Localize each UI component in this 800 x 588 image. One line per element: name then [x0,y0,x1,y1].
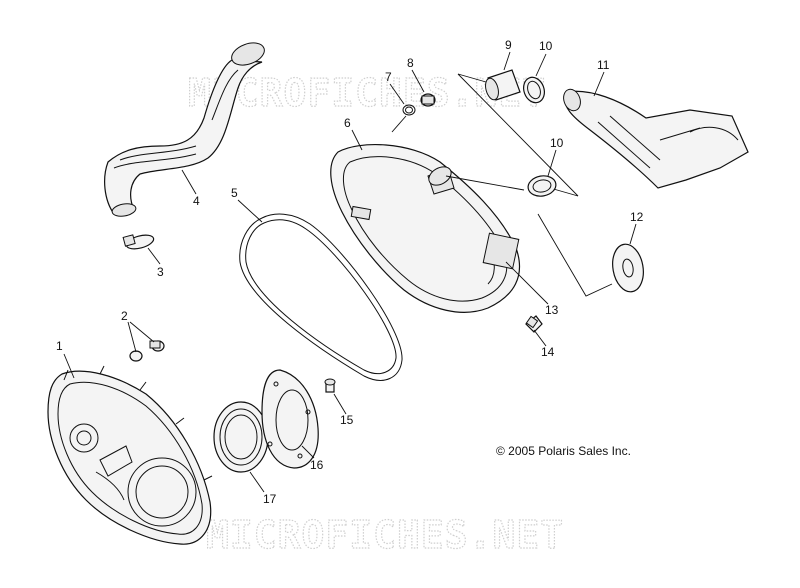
part-10-clamp-lower [527,175,557,197]
part-11-outlet-duct [563,88,749,189]
callout-14: 14 [541,345,555,359]
part-4-intake-duct [104,42,265,217]
callout-4: 4 [193,194,200,208]
callout-3: 3 [157,265,164,279]
callout-13: 13 [545,303,559,317]
callout-9: 9 [505,38,512,52]
copyright-text: © 2005 Polaris Sales Inc. [496,444,631,458]
callout-11: 11 [597,58,610,72]
part-15-small-bolt [324,378,336,393]
part-3-clamp [122,234,155,250]
callout-6: 6 [344,116,351,130]
part-12-washer [612,243,644,293]
part-5-drive-belt [239,213,403,381]
callout-labels: 1 2 3 4 5 6 7 8 9 10 11 10 12 13 14 15 1… [56,38,644,506]
callout-12: 12 [630,210,644,224]
callout-7: 7 [385,70,392,84]
callout-5: 5 [231,186,238,200]
leader-lines [63,51,637,493]
callout-17: 17 [263,492,277,506]
part-16-gasket [261,369,319,469]
part-7-o-ring [402,104,416,116]
part-17-seal [213,401,269,473]
callout-10-lower: 10 [550,136,564,150]
part-2-bolt [129,340,165,362]
part-14-screw [525,315,543,333]
part-9-duct-sleeve [485,69,521,101]
part-8-plug [420,93,436,107]
callout-15: 15 [340,413,354,427]
watermark-top: MICROFICHES.NET [188,71,546,115]
callout-2: 2 [121,309,128,323]
callout-16: 16 [310,458,324,472]
callout-8: 8 [407,56,414,70]
callout-10-upper: 10 [539,39,553,53]
callout-1: 1 [56,339,63,353]
part-6-inner-clutch-cover [330,144,521,313]
part-1-outer-clutch-cover [47,365,213,545]
watermark-bottom: MICROFICHES.NET [206,513,564,557]
part-13-decal [482,232,520,270]
part-10-clamp-upper [523,76,545,104]
